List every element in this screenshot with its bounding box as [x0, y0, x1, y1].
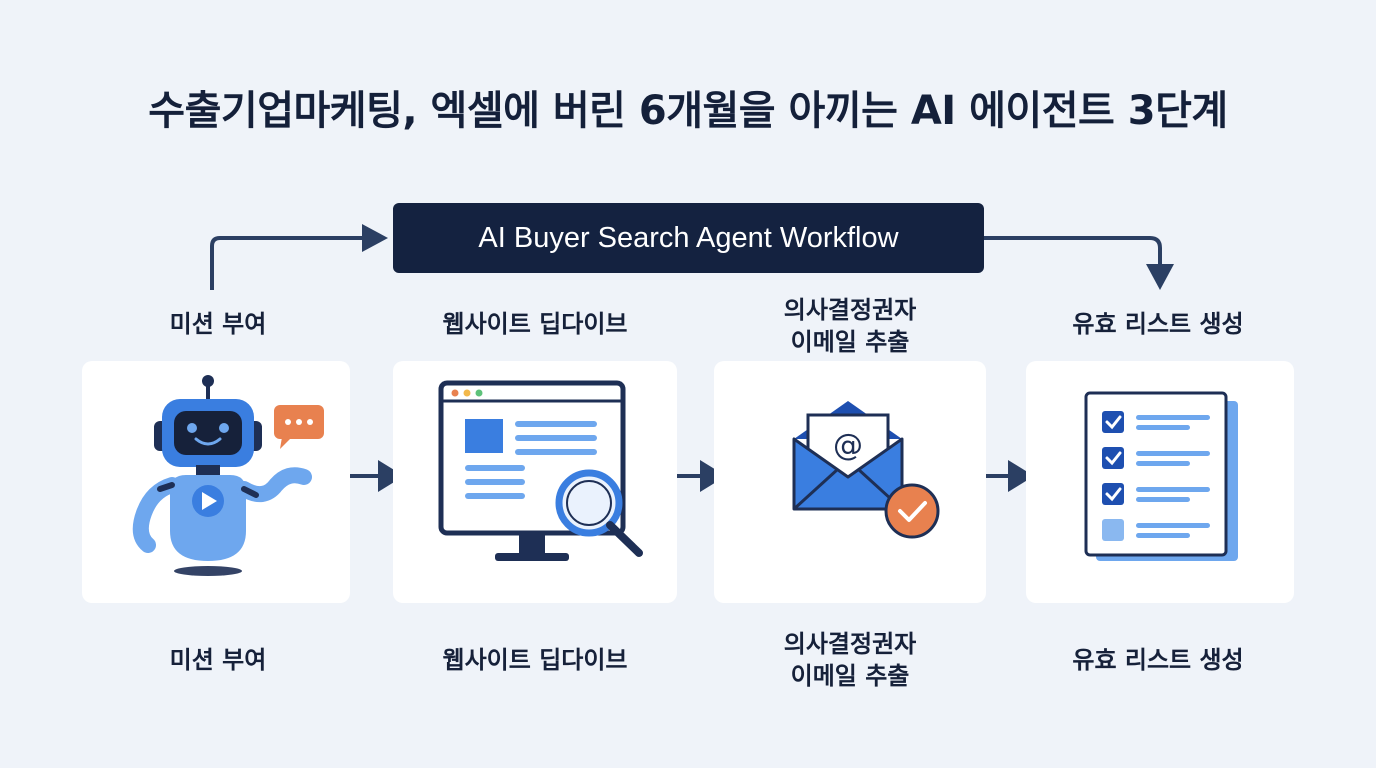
arrow-2-3-head [700, 460, 726, 492]
svg-text:@: @ [833, 428, 863, 463]
top-connector-left-arrowhead [362, 224, 388, 252]
website-search-icon [438, 380, 643, 561]
email-extract-icon: @ [792, 401, 940, 539]
arrow-1-2-head [378, 460, 404, 492]
step-4-card [1026, 361, 1294, 603]
arrow-3-4-head [1008, 460, 1034, 492]
top-connector-left [210, 236, 365, 290]
step-3-card: @ [714, 361, 986, 603]
step-1-label-top: 미션 부여 [169, 310, 267, 338]
step-2-label-top: 웹사이트 딥다이브 [442, 310, 628, 338]
step-2-card [393, 361, 677, 603]
step-1-label-bottom: 미션 부여 [169, 646, 267, 674]
step-4-label-bottom: 유효 리스트 생성 [1072, 646, 1244, 674]
top-connector-right [984, 236, 1162, 266]
step-1-card [82, 361, 350, 603]
step-3-label-top: 의사결정권자 이메일 추출 [783, 296, 917, 356]
step-2-label-bottom: 웹사이트 딥다이브 [442, 646, 628, 674]
step-4-label-top: 유효 리스트 생성 [1072, 310, 1244, 338]
page-title: 수출기업마케팅, 엑셀에 버린 6개월을 아끼는 AI 에이전트 3단계 [148, 88, 1228, 134]
robot-icon [132, 375, 324, 576]
checklist-icon [1084, 391, 1238, 561]
step-3-label-bottom: 의사결정권자 이메일 추출 [783, 630, 917, 690]
top-connector-right-arrowhead [1146, 264, 1174, 290]
workflow-banner: AI Buyer Search Agent Workflow [393, 203, 984, 273]
